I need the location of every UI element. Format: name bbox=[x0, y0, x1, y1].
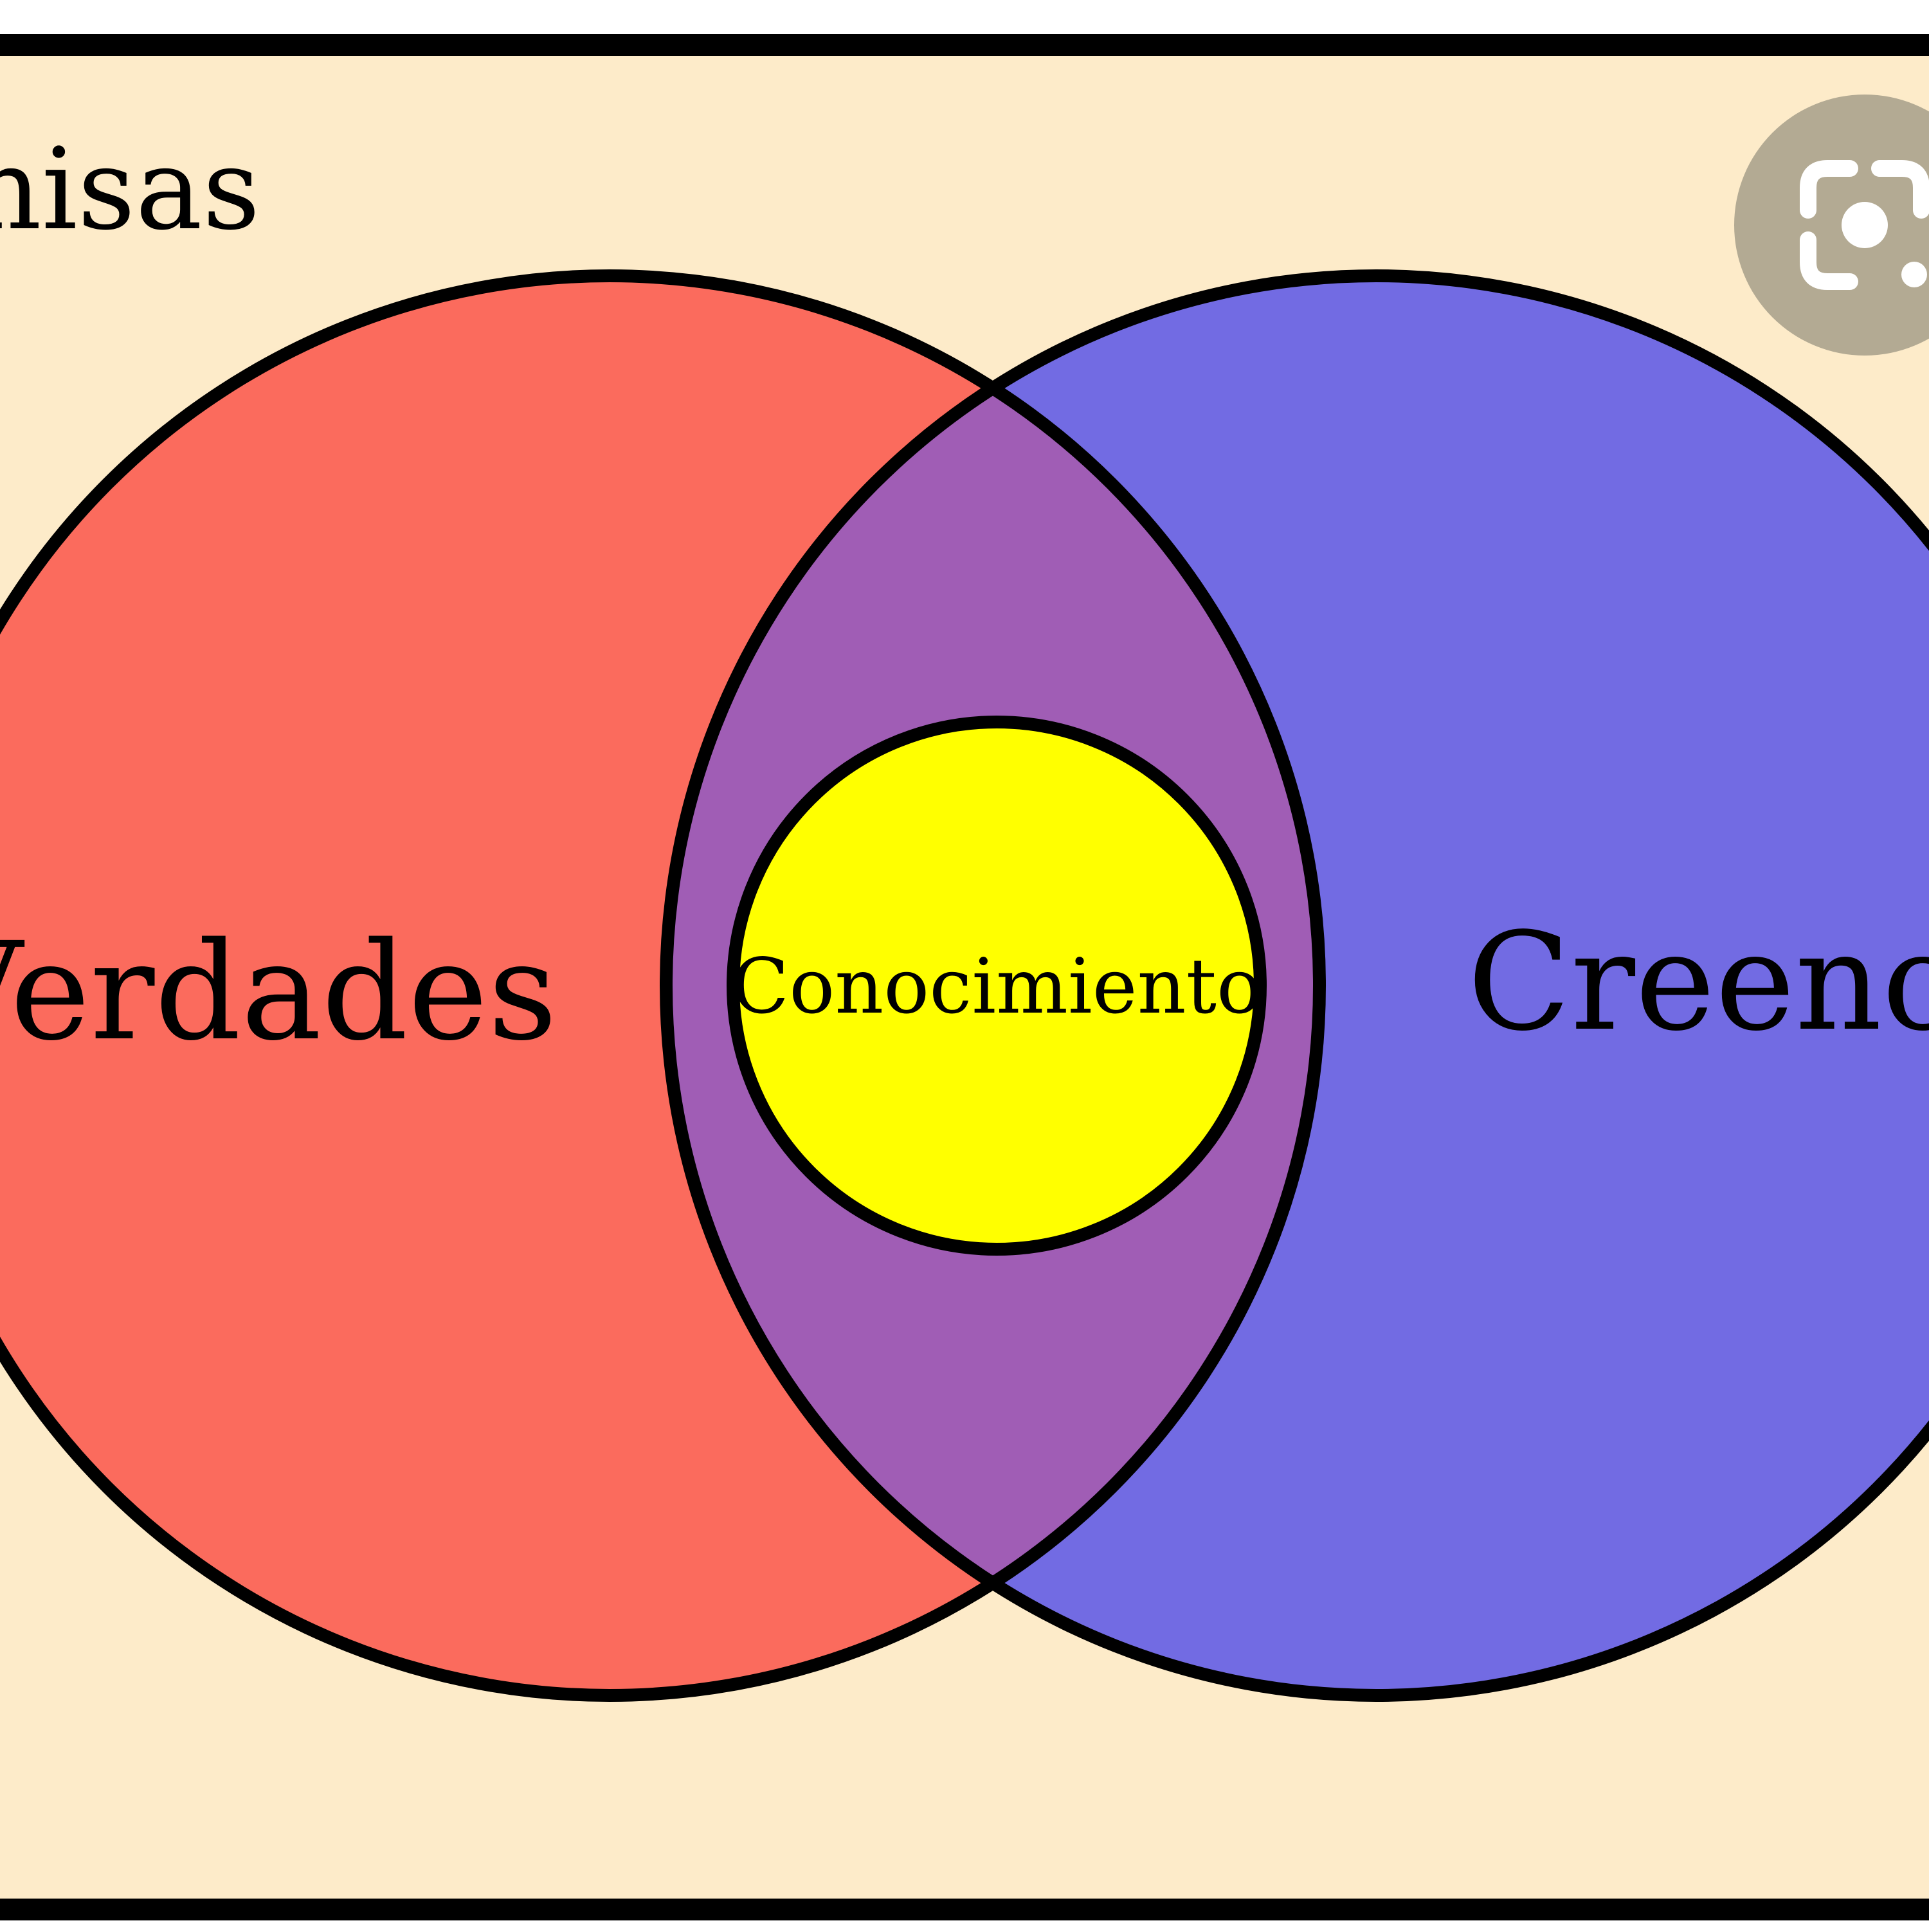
center-set-circle bbox=[727, 716, 1267, 1256]
lens-search-icon bbox=[1800, 160, 1929, 290]
right-set-outline bbox=[660, 269, 1929, 1702]
center-label: Conocimiento bbox=[731, 942, 1262, 1031]
intersection-region bbox=[666, 276, 1319, 1695]
outer-label: nisas bbox=[0, 125, 260, 255]
left-set-outline bbox=[0, 269, 1326, 1702]
frame-border bbox=[0, 34, 1929, 1920]
left-set-label: Verdades bbox=[0, 913, 557, 1070]
right-set-label: Creencias bbox=[1467, 903, 1929, 1061]
lens-search-button[interactable] bbox=[1734, 95, 1929, 356]
